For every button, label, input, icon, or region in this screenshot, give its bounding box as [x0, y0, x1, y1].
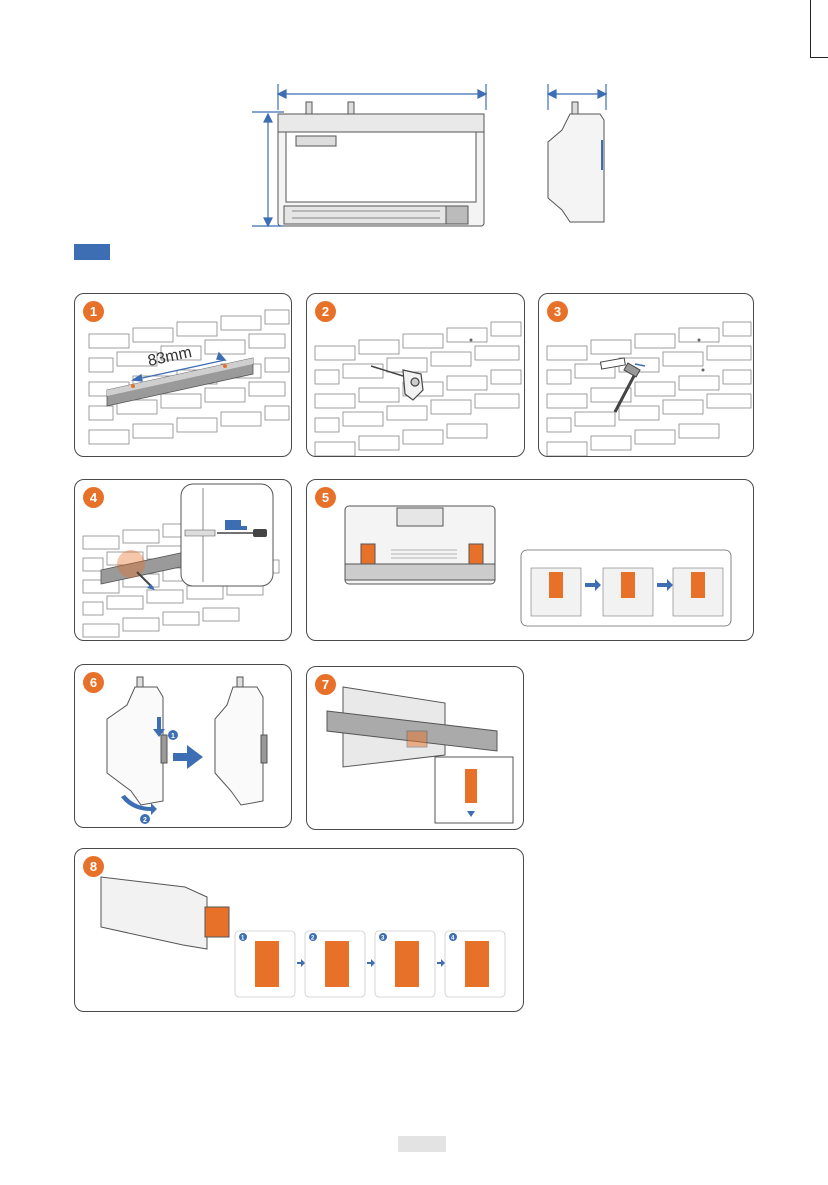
detail-inset — [435, 757, 513, 823]
step-panel-1: 1 83mm — [74, 293, 292, 457]
section-marker — [74, 244, 110, 260]
step-panel-3: 3 — [538, 293, 754, 457]
rail-spacing-label: 83mm — [146, 344, 193, 370]
step-badge: 1 — [83, 301, 104, 322]
end-bracket-sequence — [235, 931, 505, 997]
detail-inset — [181, 484, 273, 586]
sub-step-2: 2 — [143, 817, 147, 824]
end-bracket-illustration: 1 2 3 4 — [75, 849, 524, 1012]
step-badge: 3 — [547, 301, 568, 322]
device-mounted-illustration — [307, 667, 524, 830]
step-badge: 2 — [315, 301, 336, 322]
anchor-hammer-illustration — [539, 294, 754, 457]
clip-sequence — [521, 550, 731, 626]
step-panel-6: 6 1 2 — [74, 664, 292, 828]
device-back-view — [345, 506, 495, 584]
wall-rail-illustration: 83mm — [75, 294, 292, 457]
step-badge: 8 — [83, 856, 104, 877]
step-badge: 6 — [83, 672, 104, 693]
drill-illustration — [307, 294, 525, 457]
page-number-box — [398, 1136, 446, 1152]
step-badge: 5 — [315, 487, 336, 508]
screw-rail-illustration — [75, 480, 292, 641]
dimension-drawing — [240, 70, 620, 235]
crop-mark-vertical — [810, 0, 811, 58]
hook-on-rail-illustration: 1 2 — [75, 665, 292, 828]
step-badge: 4 — [83, 487, 104, 508]
device-front-view — [278, 102, 484, 226]
device-side-view — [548, 102, 604, 222]
step-panel-8: 8 1 2 3 4 — [74, 848, 524, 1012]
step-panel-2: 2 — [306, 293, 525, 457]
step-panel-5: 5 — [306, 479, 754, 641]
step-panel-7: 7 — [306, 666, 524, 830]
step-badge: 7 — [315, 674, 336, 695]
crop-mark-horizontal — [810, 57, 828, 58]
clip-adjust-illustration — [307, 480, 754, 641]
sub-step-1: 1 — [171, 733, 175, 740]
step-panel-4: 4 — [74, 479, 292, 641]
